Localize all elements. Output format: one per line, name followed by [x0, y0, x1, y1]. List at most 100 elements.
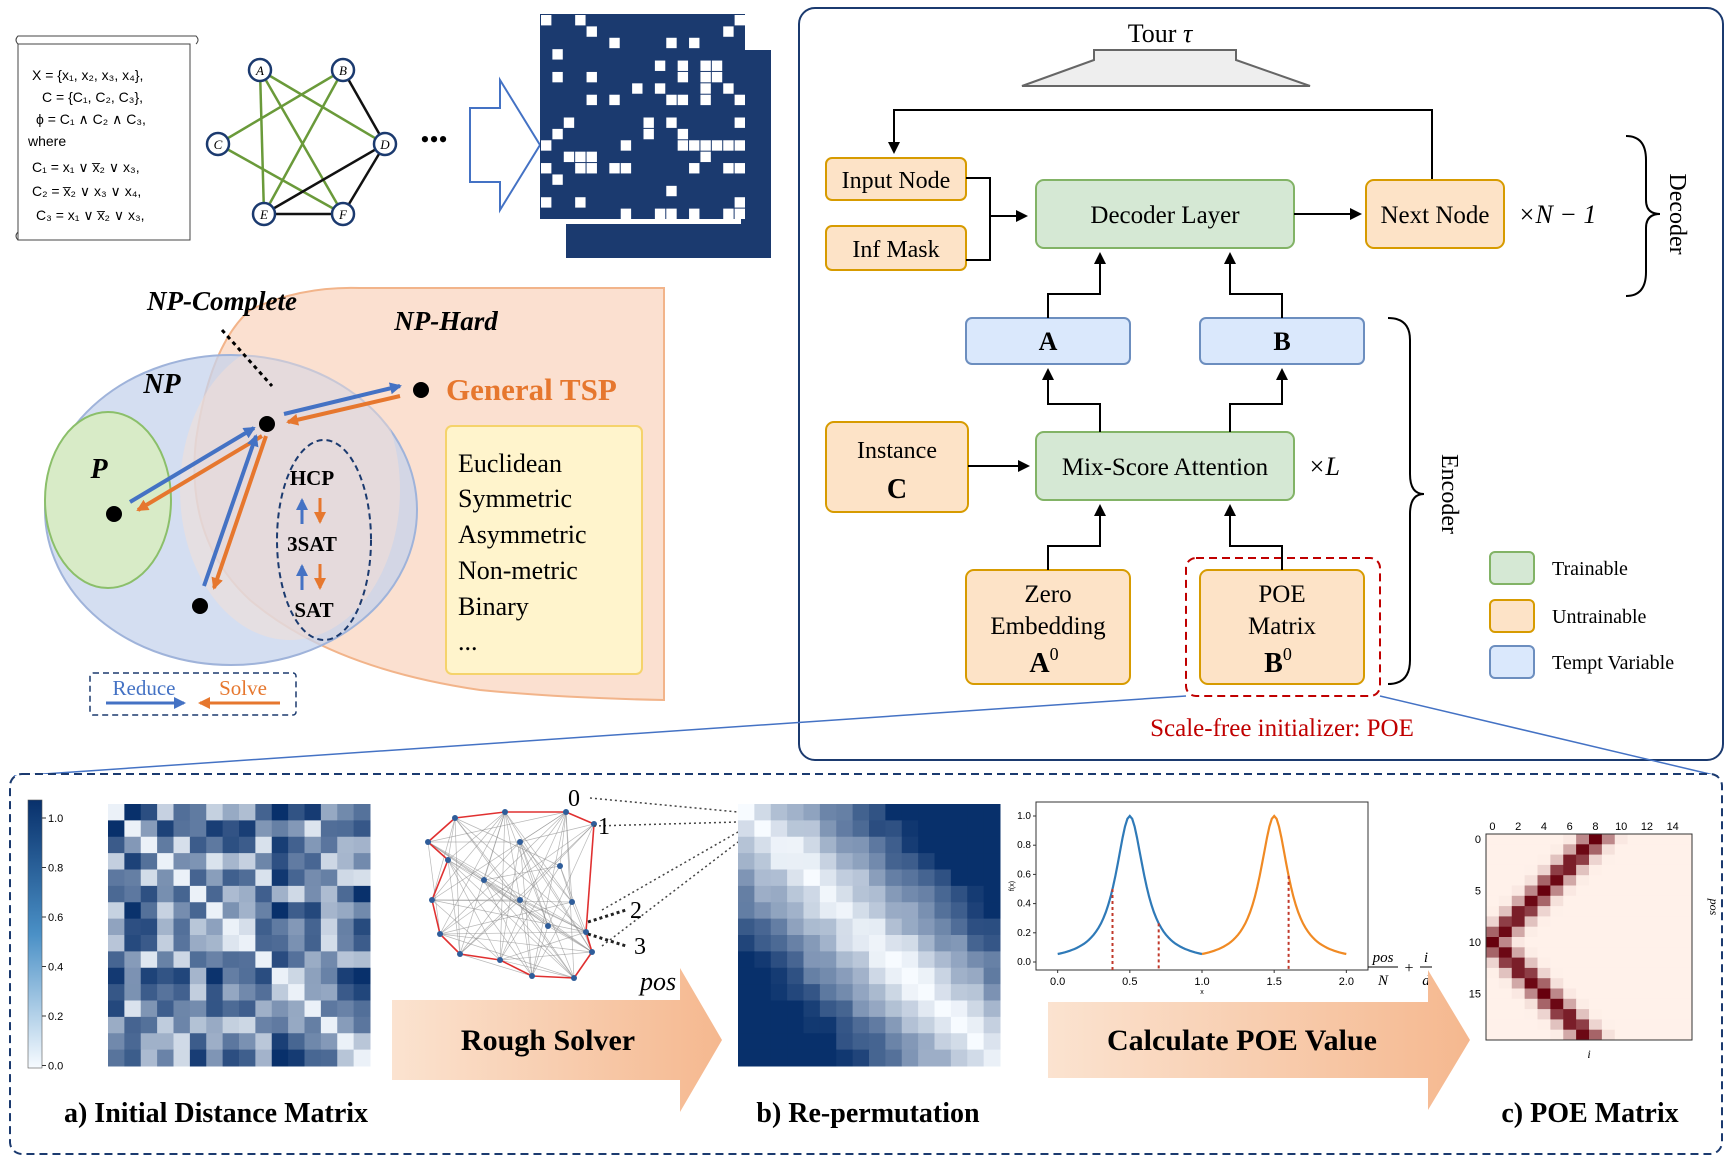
tour-output-arrow	[1021, 49, 1311, 87]
hollow-right-arrow-icon	[469, 76, 542, 214]
a-label: A	[1039, 327, 1058, 356]
colorbar-tick-label: 0.6	[48, 912, 63, 924]
inf-mask-label: Inf Mask	[852, 237, 939, 263]
graph-node-d	[372, 131, 398, 157]
plot-ylabel: f(x)	[1009, 881, 1016, 891]
np-hard-label: NP-Hard	[393, 306, 498, 336]
formula-plus: +	[1404, 960, 1413, 977]
perm-label-pos: pos	[638, 967, 676, 996]
caption-c: c) POE Matrix	[1501, 1098, 1678, 1129]
poe-ytick-label: 15	[1469, 989, 1481, 1001]
plot-xtick-label: 2.0	[1339, 976, 1354, 988]
poe-xtick-label: 12	[1641, 821, 1653, 833]
p-point	[106, 506, 122, 522]
instance-c-label: C	[887, 474, 907, 505]
np-point	[192, 598, 208, 614]
graph-node-e	[251, 201, 277, 227]
graph-node-a	[247, 57, 273, 83]
tsp-point	[413, 382, 429, 398]
perm-label-0: 0	[568, 786, 580, 812]
reduce-solve-arrows	[128, 382, 402, 590]
poe-highlight-frame	[1185, 557, 1381, 697]
instance-label: Instance	[857, 438, 937, 464]
plot-xtick-label: 1.0	[1194, 976, 1209, 988]
formula-N: N	[1377, 973, 1389, 989]
mix-to-a	[1042, 368, 1101, 432]
graph-node-b	[330, 57, 356, 83]
input-node-label: Input Node	[842, 168, 951, 194]
tsp-type-asymmetric: Asymmetric	[458, 520, 587, 549]
colorbar-tick-label: 1.0	[48, 813, 63, 825]
next-node-box	[1365, 179, 1505, 249]
example-graph	[217, 68, 387, 216]
perm-label-1: 1	[598, 814, 610, 840]
b-label: B	[1273, 327, 1290, 356]
formula-d: d	[1422, 973, 1430, 989]
zoom-line-right	[1379, 695, 1719, 777]
graph-node-f-label: F	[338, 207, 348, 222]
mix-to-b	[1229, 368, 1288, 432]
permutation-graph	[425, 809, 597, 981]
tsp-type-more: ...	[458, 627, 478, 656]
repermuted-matrix	[738, 804, 1001, 1067]
zero-line1: Zero	[1024, 581, 1071, 608]
zoom-line-left	[13, 695, 1187, 777]
graph-node-c	[205, 131, 231, 157]
legend-trainable-swatch	[1489, 551, 1535, 585]
poe-ytick-label: 5	[1475, 886, 1481, 898]
feedback-loop	[888, 109, 1433, 180]
poe-xtick-label: 4	[1541, 821, 1547, 833]
tsp-type-nonmetric: Non-metric	[458, 556, 578, 585]
poe-ytick-label: 10	[1469, 937, 1481, 949]
legend-solve-label: Solve	[219, 676, 267, 700]
colorbar-tick-label: 0.8	[48, 863, 63, 875]
plot-xtick-label: 1.5	[1267, 976, 1282, 988]
formula-line-1: X = {x₁, x₂, x₃, x₄},	[32, 67, 143, 83]
rough-solver-label: Rough Solver	[461, 1024, 635, 1057]
formula-line-2: C = {C₁, C₂, C₃},	[42, 89, 143, 105]
poe-xtick-label: 0	[1489, 821, 1495, 833]
poe-xlabel: i	[1587, 1047, 1590, 1061]
graph-node-e-label: E	[259, 207, 268, 222]
tsp-type-binary: Binary	[458, 592, 529, 621]
poe-xtick-label: 14	[1667, 821, 1679, 833]
tsp-types-box	[445, 425, 643, 675]
graph-node-a-label: A	[255, 63, 264, 78]
formula-pos: pos	[1372, 950, 1394, 966]
input-connector	[966, 177, 991, 216]
graph-node-d-label: D	[379, 137, 390, 152]
poe-xtick-label: 6	[1567, 821, 1573, 833]
poe-xtick-label: 10	[1615, 821, 1627, 833]
colorbar-tick-label: 0.2	[48, 1011, 63, 1023]
tour-label: Tour τ	[1128, 19, 1194, 48]
tsp-type-symmetric: Symmetric	[458, 484, 572, 513]
decoder-label: Decoder	[1664, 173, 1690, 254]
graph-node-c-label: C	[214, 137, 223, 152]
legend-tempt-label: Tempt Variable	[1552, 652, 1674, 674]
poe-xtick-label: 8	[1592, 821, 1598, 833]
calc-poe-label: Calculate POE Value	[1107, 1024, 1377, 1057]
poe-ytick-label: 0	[1475, 834, 1481, 846]
chain-arrows	[296, 498, 326, 590]
formula-scroll	[15, 35, 199, 241]
distance-colorbar	[27, 799, 43, 1069]
reduction-chain-ellipse	[276, 439, 372, 641]
formula-line-7: C₃ = x₁ ∨ x̅₂ ∨ x₃,	[36, 207, 145, 223]
zero-line2: Embedding	[990, 613, 1106, 640]
tsp-type-euclidean: Euclidean	[458, 449, 562, 478]
legend-untrainable-swatch	[1489, 599, 1535, 633]
plot-ytick-label: 0.6	[1017, 869, 1031, 880]
legend-untrainable-label: Untrainable	[1552, 606, 1647, 628]
zero-symbol: A0	[1029, 644, 1058, 679]
caption-b: b) Re-permutation	[756, 1098, 980, 1129]
next-node-label: Next Node	[1381, 202, 1490, 229]
mask-connector	[966, 210, 1028, 261]
legend-trainable-label: Trainable	[1552, 558, 1628, 580]
poe-to-mix	[1224, 504, 1283, 570]
colorbar-tick-label: 0.0	[48, 1061, 63, 1073]
formula-line-3: ϕ = C₁ ∧ C₂ ∧ C₃,	[36, 111, 146, 127]
perm-label-3: 3	[634, 934, 646, 960]
encoder-brace	[1387, 317, 1425, 685]
